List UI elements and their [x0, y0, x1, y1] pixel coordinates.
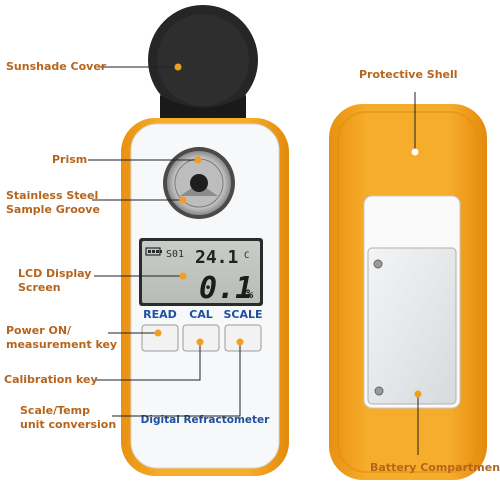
scale-button-label: SCALE	[223, 308, 262, 321]
lcd-temperature: 24.1	[195, 247, 238, 268]
lcd-reading: 0.1	[199, 271, 253, 306]
lcd-reading-unit: %	[246, 287, 254, 301]
label-power-1: Power ON/	[6, 324, 72, 337]
lcd-temp-unit: C	[244, 251, 249, 261]
scale-button[interactable]	[224, 324, 262, 352]
read-button-label: READ	[143, 308, 177, 321]
battery-indicator-icon	[145, 247, 162, 256]
device-brand-label: Digital Refractometer	[141, 414, 270, 426]
lcd-mode: S01	[166, 249, 184, 260]
label-sunshade-cover: Sunshade Cover	[6, 60, 107, 73]
label-battery-compartment: Battery Compartment	[370, 461, 500, 474]
label-power-2: measurement key	[6, 338, 118, 351]
cal-button[interactable]	[182, 324, 220, 352]
label-lcd-1: LCD Display	[18, 267, 92, 280]
lcd-screen	[142, 241, 260, 303]
label-protective-shell: Protective Shell	[359, 68, 458, 81]
label-scale-2: unit conversion	[20, 418, 117, 431]
label-scale-1: Scale/Temp	[20, 404, 90, 417]
label-sample-groove-2: Sample Groove	[6, 203, 100, 216]
leader-dots	[154, 63, 422, 398]
label-lcd-2: Screen	[18, 281, 61, 294]
battery-compartment-cover	[363, 195, 461, 409]
label-prism: Prism	[52, 153, 88, 166]
leader-lines	[88, 66, 419, 455]
sunshade-cover	[148, 5, 258, 128]
cal-button-label: CAL	[189, 308, 213, 321]
label-calibration-key: Calibration key	[4, 373, 98, 386]
screw-icon	[373, 259, 383, 269]
screw-icon	[374, 386, 384, 396]
label-sample-groove-1: Stainless Steel	[6, 189, 99, 202]
read-button[interactable]	[141, 324, 179, 352]
